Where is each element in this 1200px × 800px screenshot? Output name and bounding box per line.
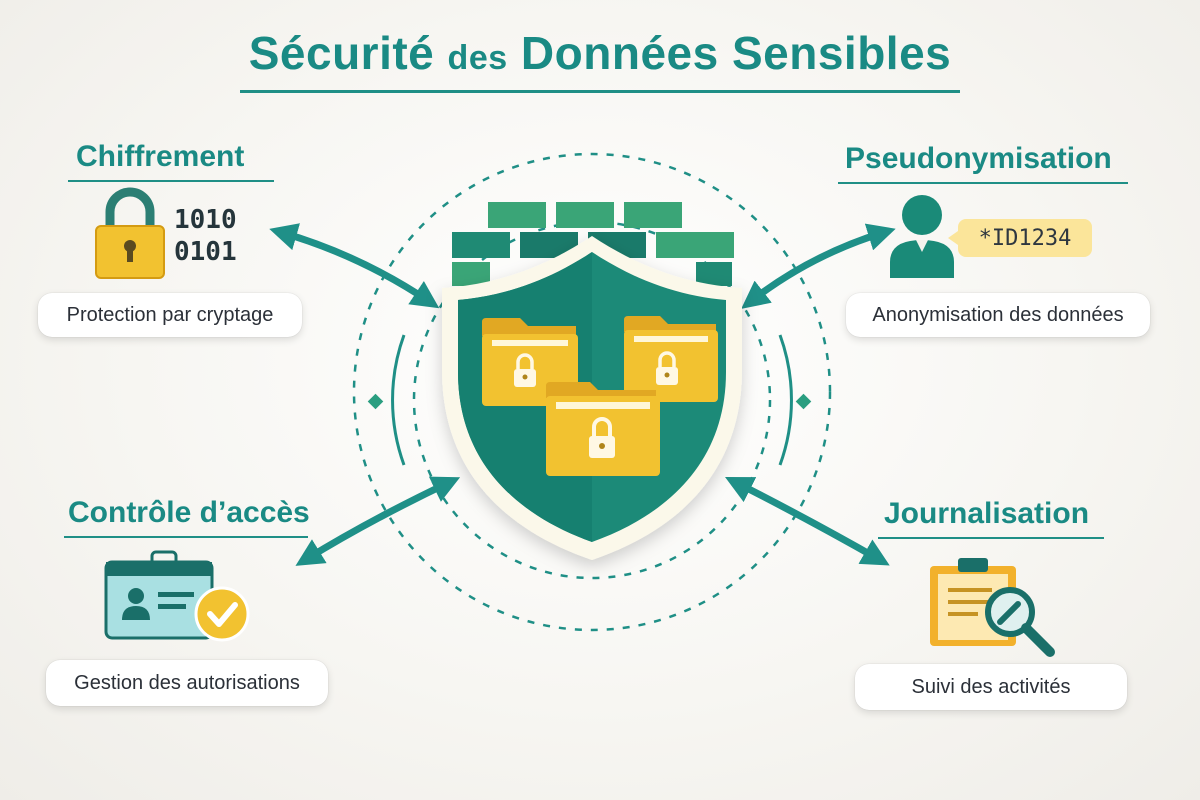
pseudonymization-heading: Pseudonymisation xyxy=(845,142,1112,175)
arrow-top-right xyxy=(741,223,896,309)
title-part2: des xyxy=(447,39,508,77)
page-title: Sécurité des Données Sensibles xyxy=(0,26,1200,80)
logging-heading: Journalisation xyxy=(884,497,1090,530)
pseudonymization-heading-rule xyxy=(838,182,1128,184)
padlock-icon xyxy=(95,187,165,279)
logging-caption: Suivi des activités xyxy=(855,664,1127,710)
binary-line-2: 0101 xyxy=(174,237,237,267)
clipboard-magnifier-icon xyxy=(930,558,1055,657)
binary-line-1: 1010 xyxy=(174,205,237,235)
access-control-heading: Contrôle d’accès xyxy=(68,496,310,529)
firewall-bricks-icon xyxy=(452,202,734,286)
locked-folder-icon-right xyxy=(624,316,718,402)
title-part1: Sécurité xyxy=(248,27,435,79)
binary-code: 1010 0101 xyxy=(174,204,237,268)
encryption-caption: Protection par cryptage xyxy=(38,293,302,337)
arrow-top-left xyxy=(269,223,440,309)
left-diamond xyxy=(367,393,384,410)
id-badge-check-icon xyxy=(104,550,250,642)
access-control-caption: Gestion des autorisations xyxy=(46,660,328,706)
title-underline xyxy=(240,90,960,93)
title-part3: Données Sensibles xyxy=(520,27,952,79)
user-icon xyxy=(890,195,954,278)
id-tag: *ID1234 xyxy=(948,219,1092,257)
left-arc-accent xyxy=(391,334,406,466)
encryption-heading: Chiffrement xyxy=(76,140,245,173)
pseudonymization-caption: Anonymisation des données xyxy=(846,293,1150,337)
outer-dashed-ring xyxy=(352,152,832,632)
arrow-bottom-left xyxy=(295,476,461,566)
right-diamond xyxy=(795,393,812,410)
logging-heading-rule xyxy=(878,537,1104,539)
right-arc-accent xyxy=(778,334,793,466)
arrow-bottom-right xyxy=(725,476,890,566)
access-control-heading-rule xyxy=(64,536,308,538)
locked-folder-icon-left xyxy=(482,318,578,406)
encryption-heading-rule xyxy=(68,180,274,182)
locked-folder-icon-center xyxy=(546,382,660,476)
